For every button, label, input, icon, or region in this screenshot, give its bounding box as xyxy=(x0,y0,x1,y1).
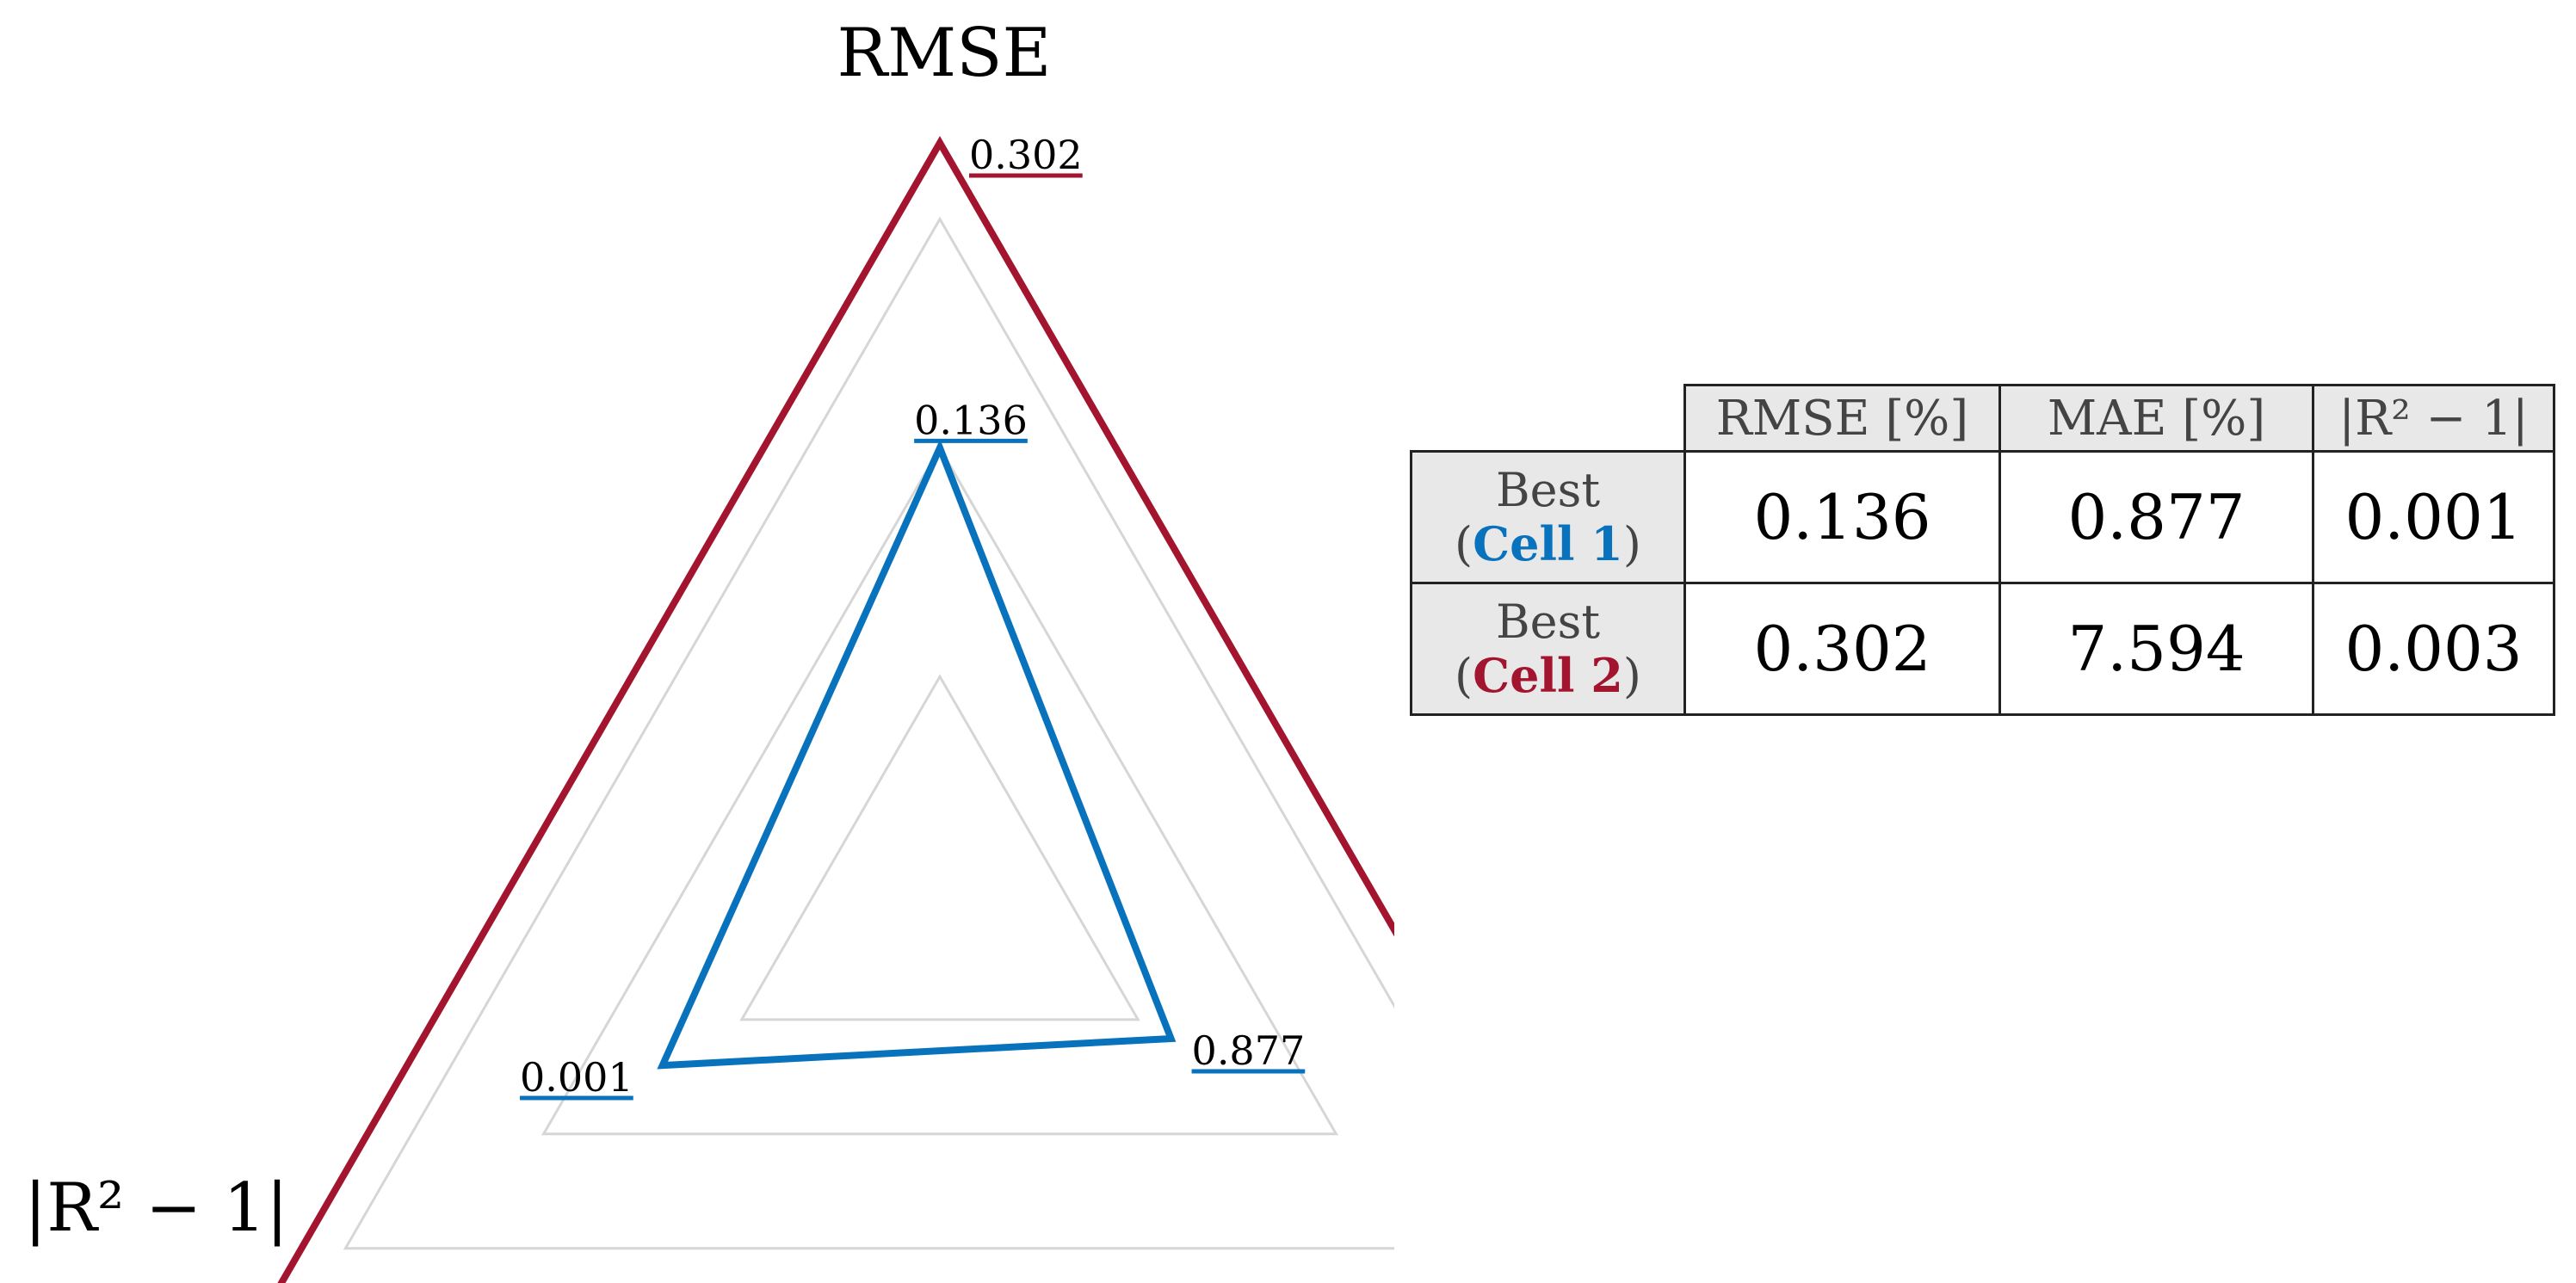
cell-1-name: Cell 1 xyxy=(1473,515,1623,571)
value-label-mae-cell1: 0.877 xyxy=(1192,1027,1306,1074)
table-header-row: RMSE [%] MAE [%] |R² − 1| xyxy=(1411,384,2555,453)
close-paren: ) xyxy=(1622,516,1641,571)
radar-chart: RMSEMAE|R² − 1|0.3027.5940.0030.1360.877… xyxy=(24,15,1394,1283)
cell2-r2: 0.003 xyxy=(2312,582,2555,716)
header-mae: MAE [%] xyxy=(1998,384,2314,453)
open-paren: ( xyxy=(1455,648,1473,703)
axis-title-rmse: RMSE xyxy=(837,15,1052,92)
row-label-prefix: Best xyxy=(1495,594,1601,649)
cell1-rmse: 0.136 xyxy=(1683,450,2001,584)
table-row: Best (Cell 2) 0.302 7.594 0.003 xyxy=(1410,582,2555,716)
header-rmse: RMSE [%] xyxy=(1683,384,2001,453)
value-label-rmse-cell1: 0.136 xyxy=(914,397,1028,443)
row-label-prefix: Best xyxy=(1495,462,1601,517)
value-label-rmse-cell2: 0.302 xyxy=(969,132,1083,178)
close-paren: ) xyxy=(1622,648,1641,703)
series-cell-2-polygon xyxy=(277,136,1394,1283)
table-row: Best (Cell 1) 0.136 0.877 0.001 xyxy=(1410,450,2555,584)
grid-triangle-2 xyxy=(541,445,1338,1136)
axis-title-r2: |R² − 1| xyxy=(24,1169,288,1247)
row-label-cell2: Best (Cell 2) xyxy=(1410,582,1686,716)
value-label-r2-cell1: 0.001 xyxy=(520,1054,633,1101)
series-cell-1-polygon xyxy=(657,439,1177,1070)
grid-triangle-3 xyxy=(343,216,1394,1250)
cell1-mae: 0.877 xyxy=(1998,450,2314,584)
grid-triangle-1 xyxy=(739,674,1140,1021)
row-label-cell1: Best (Cell 1) xyxy=(1410,450,1686,584)
table-corner xyxy=(1411,385,1686,453)
summary-table: RMSE [%] MAE [%] |R² − 1| Best (Cell 1) … xyxy=(1410,384,2555,716)
header-r2: |R² − 1| xyxy=(2312,384,2555,453)
cell-2-name: Cell 2 xyxy=(1473,647,1623,703)
open-paren: ( xyxy=(1455,516,1473,571)
cell1-r2: 0.001 xyxy=(2312,450,2555,584)
cell2-mae: 7.594 xyxy=(1998,582,2314,716)
cell2-rmse: 0.302 xyxy=(1683,582,2001,716)
